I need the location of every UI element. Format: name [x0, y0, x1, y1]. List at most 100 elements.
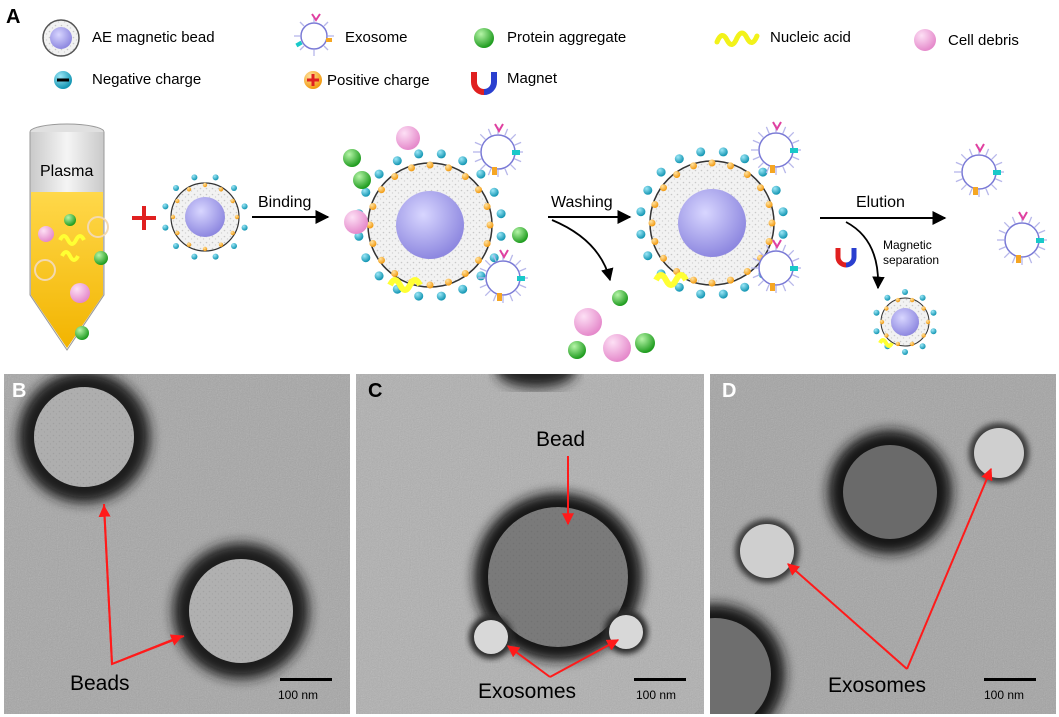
legend-label-protein: Protein aggregate — [507, 29, 627, 46]
positive-charge-dot — [391, 270, 399, 277]
negative-charge-dot — [696, 289, 706, 299]
positive-charge-dot — [202, 182, 208, 188]
negative-charge-dot — [231, 243, 237, 249]
negative-charge-dot — [162, 224, 169, 231]
nucleic-acid-icon — [714, 30, 760, 47]
positive-charge-dot — [925, 319, 931, 325]
positive-charge-dot — [408, 164, 415, 172]
negative-charge-dot — [173, 243, 179, 249]
exosomes-label: Exosomes — [478, 680, 577, 703]
positive-charge-dot — [170, 214, 176, 220]
negative-charge-dot — [902, 349, 908, 355]
bead-icon — [42, 19, 80, 57]
scale-label: 100 nm — [278, 688, 319, 702]
elution-label: Elution — [856, 194, 905, 211]
washing-label: Washing — [551, 194, 613, 211]
negative-charge-dot — [436, 291, 446, 301]
positive-charge-dot — [461, 173, 469, 180]
negative-charge-dot — [496, 231, 506, 241]
positive-charge-dot — [673, 171, 681, 178]
positive-charge-dot — [895, 341, 901, 347]
exosome-glyph — [954, 143, 1004, 197]
positive-charge-dot — [366, 221, 374, 229]
exosome-glyph — [478, 249, 528, 303]
positive-charge-dot — [708, 159, 716, 167]
negative-charge-dot — [919, 294, 926, 301]
positive-charge-dot — [765, 201, 773, 208]
positive-charge-dot — [230, 230, 235, 236]
exosomes-label: Exosomes — [828, 674, 927, 697]
negative-charge-dot — [212, 174, 219, 181]
bead-particle — [828, 430, 952, 554]
positive-charge-dot — [895, 297, 901, 303]
negative-charge-dot — [643, 251, 653, 261]
exosome-particle — [469, 615, 513, 659]
negative-charge-dot — [643, 185, 653, 195]
positive-charge-dot — [660, 184, 667, 192]
plus-sign — [132, 206, 156, 230]
positive-charge-dot — [369, 240, 377, 247]
bead-particle — [173, 543, 309, 679]
positive-charge-dot — [186, 187, 192, 192]
negative-charge-dot — [414, 291, 424, 301]
negative-charge-dot — [740, 154, 750, 164]
positive-charge-dot — [743, 268, 751, 275]
positive-charge-dot — [175, 198, 180, 204]
exosome-glyph — [997, 211, 1047, 265]
positive-charge-dot — [690, 162, 697, 170]
positive-charge-dot — [921, 306, 926, 311]
negative-charge-dot — [191, 253, 198, 260]
positive-charge-dot — [921, 333, 926, 338]
legend-label-positive: Positive charge — [327, 72, 430, 89]
bead-particle — [18, 374, 150, 503]
legend-label-bead: AE magnetic bead — [92, 29, 215, 46]
exosome-icon — [294, 13, 334, 56]
negative-charge-dot — [636, 229, 646, 239]
negative-charge-dot — [458, 284, 468, 294]
scale-bar — [984, 678, 1036, 681]
exosome-particle — [735, 519, 799, 583]
beads-label: Beads — [70, 672, 130, 695]
exosome-glyph — [473, 123, 523, 177]
negative-charge-dot — [778, 229, 788, 239]
panel-d-micrograph: D Exosomes 100 nm — [710, 374, 1056, 714]
positive-charge-dot — [475, 186, 482, 194]
legend-label-nucleic: Nucleic acid — [770, 29, 851, 46]
bead-label: Bead — [536, 428, 586, 451]
washed-bead-complex — [636, 147, 788, 299]
negative-charge-dot — [241, 224, 248, 231]
negative-charge-dot — [173, 185, 179, 191]
negative-charge-dot — [231, 185, 237, 191]
positive-charge-dot — [660, 254, 667, 262]
positive-charge-dot — [445, 278, 452, 286]
legend-label-magnet: Magnet — [507, 70, 558, 87]
panel-b-letter: B — [12, 380, 27, 402]
free-bead — [162, 174, 248, 260]
negative-charge-icon — [54, 71, 72, 89]
eluted-bead — [873, 289, 937, 355]
magnetic-separation-label-1: Magnetic — [883, 238, 932, 252]
negative-charge-dot — [674, 282, 684, 292]
negative-charge-dot — [354, 231, 364, 241]
negative-charge-dot — [414, 149, 424, 159]
exosome-particle — [604, 610, 648, 654]
positive-charge-dot — [218, 187, 224, 192]
panel-c-micrograph: C Bead Exosomes 100 nm — [356, 374, 704, 714]
positive-charge-dot — [378, 256, 385, 264]
negative-charge-dot — [740, 282, 750, 292]
positive-charge-dot — [708, 279, 716, 287]
negative-charge-dot — [476, 271, 486, 281]
positive-charge-dot — [743, 171, 751, 178]
negative-charge-dot — [884, 294, 891, 301]
panel-a-letter: A — [6, 6, 21, 28]
positive-charge-dot — [186, 242, 192, 247]
negative-charge-dot — [458, 156, 468, 166]
negative-charge-dot — [674, 154, 684, 164]
legend-label-negative: Negative charge — [92, 71, 202, 88]
panel-b-micrograph: B Beads 100 nm — [4, 374, 350, 714]
plasma-tube — [29, 123, 109, 351]
positive-charge-dot — [475, 256, 482, 264]
negative-charge-dot — [162, 203, 169, 210]
negative-charge-dot — [361, 187, 371, 197]
positive-charge-dot — [426, 161, 434, 169]
